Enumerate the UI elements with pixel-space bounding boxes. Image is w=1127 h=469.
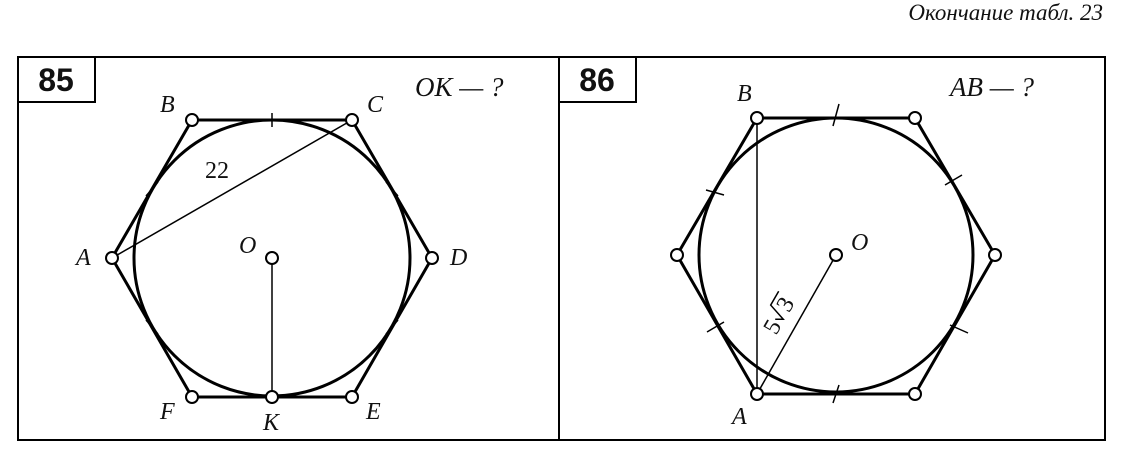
problem-86-point-o [829,248,843,262]
problem-86-segment-ao [756,254,837,395]
problem-85-label-a: A [74,245,91,271]
problem-85-number: 85 [38,62,74,98]
problem-85-label-c: C [367,92,384,118]
problem-86-number: 86 [579,62,615,98]
problem-86-tick-upper-left [705,189,725,196]
problem-86-tick-lower-left [706,321,725,333]
problem-85-tick-de [385,319,399,335]
problem-85-number-box [17,56,96,103]
problem-85-label-b: B [160,92,175,118]
problem-85-point-f [185,390,199,404]
problem-85-point-a [105,251,119,265]
problem-85-point-b [185,113,199,127]
page-header: Окончание табл. 23 [908,0,1103,25]
problem-86-tick-lower-right [949,324,969,334]
problem-86-label-o: O [851,230,868,256]
problem-86-tick-bottom [832,384,840,404]
problem-85-point-o [265,251,279,265]
problem-86-label-b: B [737,81,752,107]
problem-85-label-e: E [365,399,381,425]
radical-sign-icon [769,290,785,321]
problem-85-point-d [425,251,439,265]
panel-85-frame [17,56,560,441]
problem-85-measure-ac: 22 [205,158,229,184]
problem-85-label-d: D [449,245,467,271]
problem-86-point-right [988,248,1002,262]
problem-85-point-k [265,390,279,404]
problem-86-number-box [558,56,637,103]
problem-86-tick-upper-right [944,174,963,186]
problem-85-label-f: F [159,399,175,425]
problem-86-question: AB — ? [948,72,1034,102]
problem-86-measure-radicand: 3 [772,293,801,316]
problem-86-point-top-right [908,111,922,125]
problem-86-point-a [750,387,764,401]
problem-86-point-b [750,111,764,125]
problem-86-tick-top [832,103,840,127]
problem-85-point-e [345,390,359,404]
panel-86-frame [558,56,1106,441]
problem-85-tick-cd [385,181,399,197]
problem-86-point-left [670,248,684,262]
problem-85-tick-ab [145,181,159,197]
problem-85-tick-fa [145,319,159,335]
problem-85-panel: 85 OK — ? B C D E F A O K 22 [17,56,560,441]
problem-85-question: OK — ? [415,72,504,102]
problem-86-measure-ao: 5 3 [759,290,801,339]
problem-86-point-bottom-right [908,387,922,401]
problem-85-point-c [345,113,359,127]
problem-86-panel: 86 AB — ? B A O 5 3 [558,56,1106,441]
problem-85-segment-ac [111,119,353,259]
problem-85-label-k: K [262,410,281,436]
problem-85-label-o: O [239,233,256,259]
problem-86-label-a: A [730,404,747,430]
